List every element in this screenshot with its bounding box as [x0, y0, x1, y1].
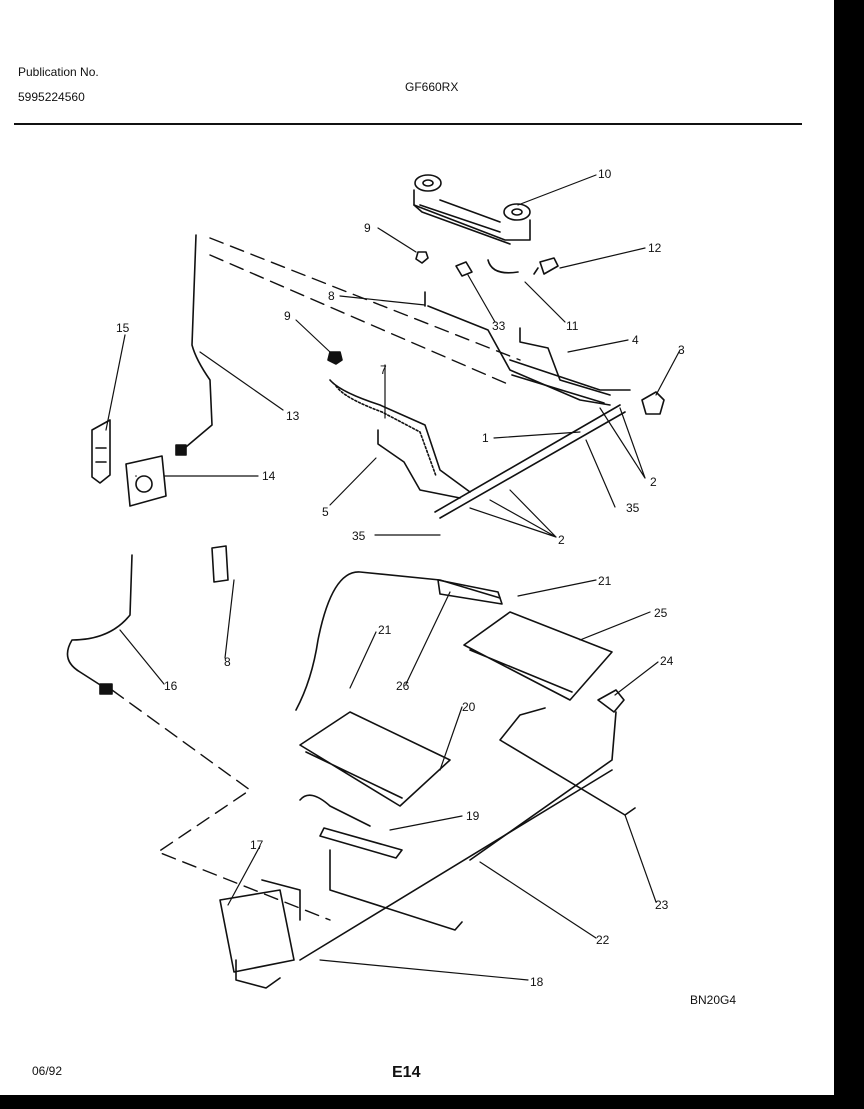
- callout-label: 11: [566, 319, 579, 333]
- callout-label: 22: [596, 933, 610, 947]
- callout-label: 2: [650, 475, 657, 489]
- valve-manifold-part: [413, 174, 531, 245]
- callout-label: 33: [492, 319, 506, 333]
- callout-label: 12: [648, 241, 662, 255]
- callout-label: 23: [655, 898, 669, 912]
- orifice-part: [327, 351, 343, 365]
- callout-label: 16: [164, 679, 178, 693]
- igniter-part: [597, 689, 625, 713]
- callout-label: 10: [598, 167, 612, 181]
- callout-label: 25: [654, 606, 668, 620]
- switch-part: [125, 455, 167, 507]
- connector-part: [211, 545, 229, 583]
- callout-label: 4: [632, 333, 639, 347]
- long-tube-part: [179, 234, 213, 453]
- exploded-parts-diagram: 10 9 12 8 33 11 4 15 9 3 7 13 1 2 14 5 3…: [66, 167, 736, 1007]
- callout-label: 7: [380, 363, 387, 377]
- page-number: E14: [392, 1064, 421, 1081]
- lower-burner-part: [299, 711, 451, 807]
- thermocouple-part: [66, 554, 133, 689]
- wire-part: [295, 571, 501, 711]
- manifold-pipe: [434, 404, 626, 519]
- rod-part: [299, 769, 613, 961]
- callout-label: 14: [262, 469, 276, 483]
- tube-part: [487, 259, 519, 274]
- callout-label: 20: [462, 700, 476, 714]
- callout-label: 15: [116, 321, 130, 335]
- callout-label: 17: [250, 838, 264, 852]
- callout-label: 18: [530, 975, 544, 989]
- callout-label: 13: [286, 409, 300, 423]
- callout-label: 3: [678, 343, 685, 357]
- callout-label: 35: [352, 529, 366, 543]
- model-number: GF660RX: [405, 80, 459, 94]
- parts-sheet: Publication No. 5995224560 GF660RX: [0, 0, 834, 1095]
- fitting-part: [415, 251, 429, 264]
- publication-number: 5995224560: [18, 90, 85, 104]
- callout-label: 21: [378, 623, 392, 637]
- callout-labels: 10 9 12 8 33 11 4 15 9 3 7 13 1 2 14 5 3…: [116, 167, 736, 1007]
- upper-burner-part: [463, 611, 613, 701]
- callout-label: 19: [466, 809, 480, 823]
- callout-label: 9: [284, 309, 291, 323]
- callout-label: 24: [660, 654, 674, 668]
- bracket-part: [533, 257, 559, 275]
- callout-label: 5: [322, 505, 329, 519]
- callout-label: 35: [626, 501, 640, 515]
- callout-label: 26: [396, 679, 410, 693]
- pipe-part: [329, 849, 463, 931]
- callout-label: 8: [328, 289, 335, 303]
- publication-label: Publication No.: [18, 65, 99, 79]
- mounting-bracket-part: [91, 419, 111, 484]
- clip-part: [455, 261, 473, 277]
- callout-label: 9: [364, 221, 371, 235]
- callout-label: 2: [558, 533, 565, 547]
- support-bar-part: [499, 707, 636, 816]
- bracket-strip-part: [319, 827, 403, 859]
- callout-label: 1: [482, 431, 489, 445]
- diagram-code: BN20G4: [690, 993, 736, 1007]
- callout-label: 8: [224, 655, 231, 669]
- header-divider: [14, 123, 802, 125]
- valve-part: [641, 391, 665, 415]
- callout-label: 21: [598, 574, 612, 588]
- thermostat-part: [219, 879, 301, 989]
- revision-date: 06/92: [32, 1064, 63, 1078]
